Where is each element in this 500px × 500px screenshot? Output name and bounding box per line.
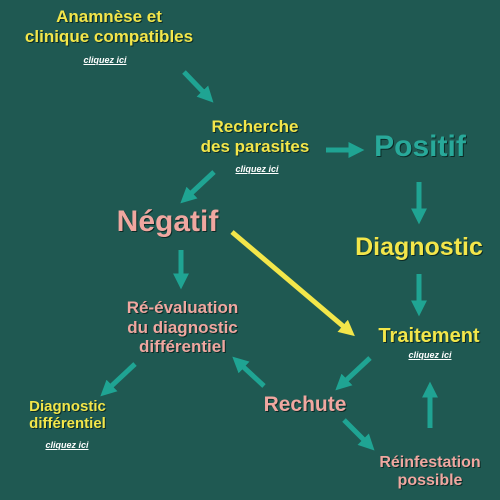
node-reevaluation-line1: Ré-évaluation [126,298,239,317]
node-recherche-line2: des parasites [200,136,310,156]
node-rechute: Rechute [263,393,347,416]
node-anamnese-line2: clinique compatibles [24,26,194,46]
arrow-rechute-to-reevaluation [232,356,266,388]
node-reevaluation: Ré-évaluation du diagnostic différentiel [100,298,265,357]
node-diagnostic-differentiel: Diagnostic différentiel [10,398,125,433]
node-reinfestation-line2: possible [397,472,463,490]
node-reevaluation-line3: différentiel [139,337,226,357]
node-anamnese-line1: Anamnèse et [56,7,162,26]
node-reinfestation: Réinfestation possible [360,454,500,491]
node-recherche: Recherche des parasites [170,117,340,156]
node-diag-diff-line2: différentiel [29,415,106,433]
node-recherche-line1: Recherche [211,117,299,136]
link-traitement-cliquez-ici[interactable]: cliquez ici [408,350,452,360]
node-traitement: Traitement [378,325,480,347]
node-reevaluation-line2: du diagnostic [127,317,238,337]
node-reinfestation-line1: Réinfestation [379,454,481,471]
link-diag-diff-cliquez-ici[interactable]: cliquez ici [45,440,89,450]
arrow-traitement-to-rechute [335,356,372,391]
node-positif: Positif [374,130,466,163]
arrow-rechute-to-reinfestation [342,418,375,451]
arrow-recherche-to-negatif [180,170,216,204]
link-anamnese-cliquez-ici[interactable]: cliquez ici [83,55,127,65]
arrow-negatif-to-traitement [230,230,355,337]
node-diagnostic: Diagnostic [355,233,483,261]
arrow-reevaluation-to-diagdiff [100,362,137,397]
node-diag-diff-line1: Diagnostic [29,398,106,415]
node-negatif: Négatif [116,205,219,238]
link-recherche-cliquez-ici[interactable]: cliquez ici [235,164,279,174]
arrow-anamnese-to-recherche [182,70,214,103]
node-anamnese: Anamnèse et clinique compatibles [0,7,218,46]
